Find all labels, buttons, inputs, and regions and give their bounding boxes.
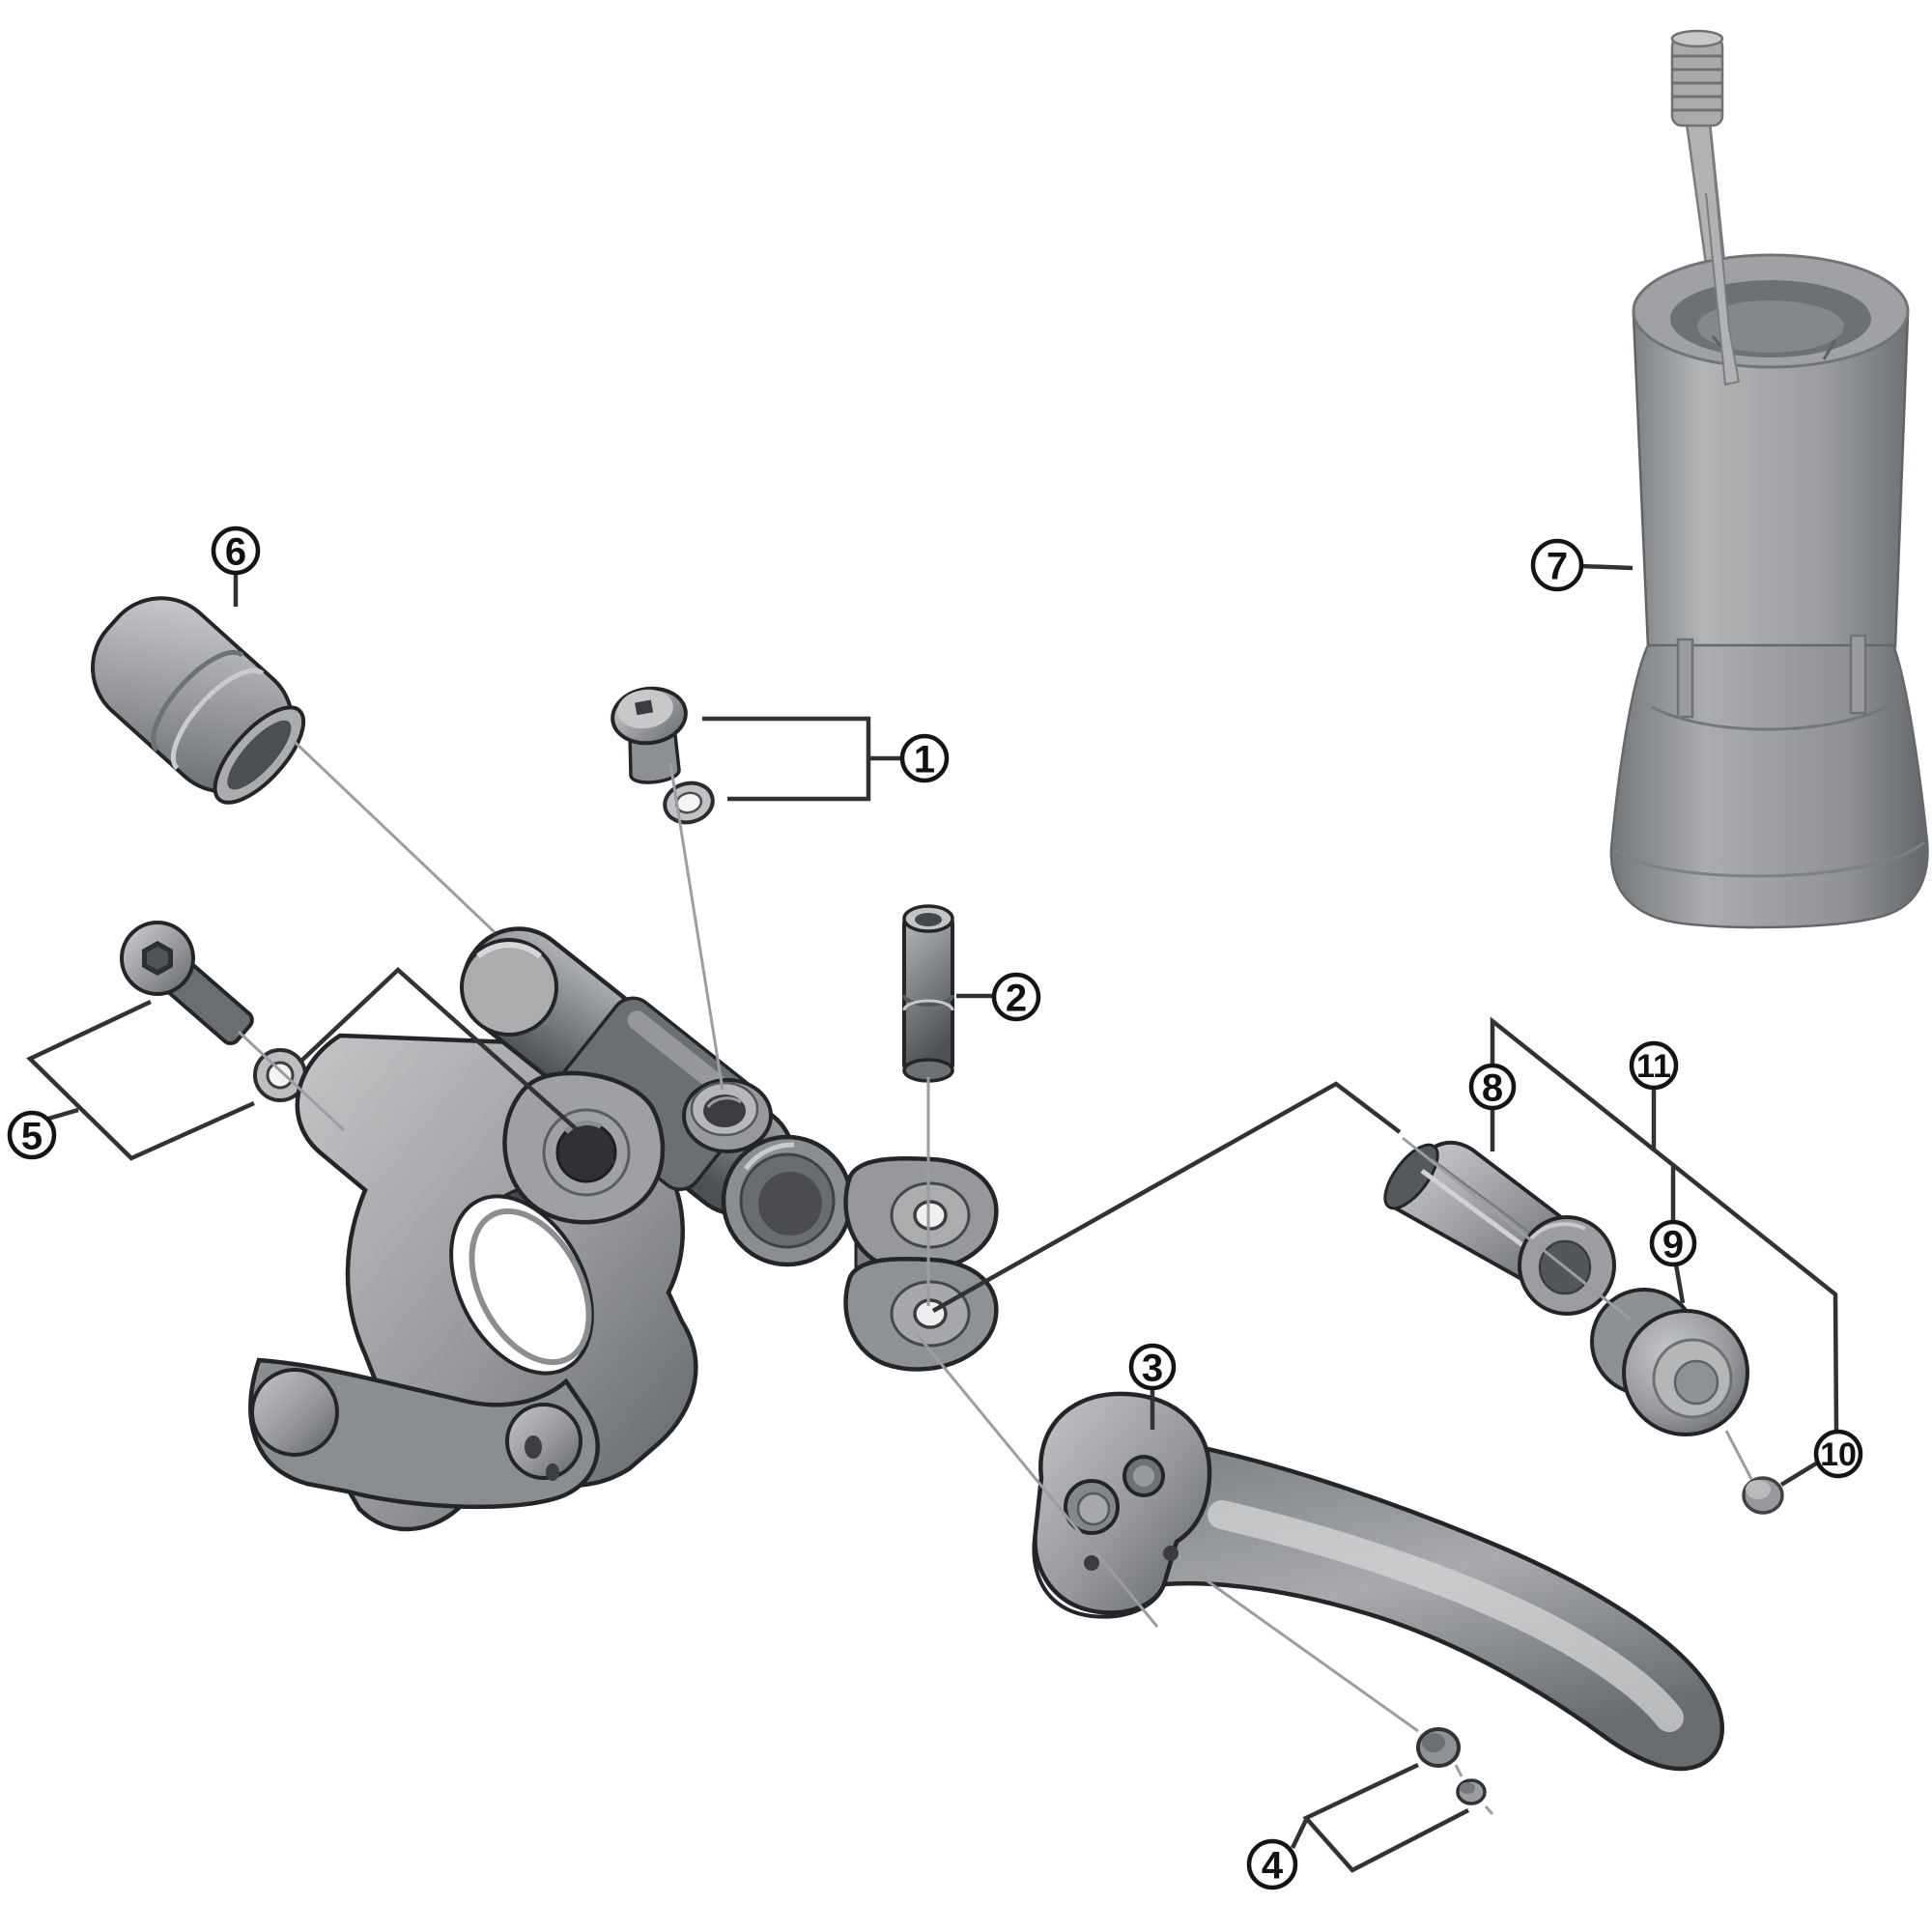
callout-number: 4: [1262, 1844, 1284, 1887]
callout-1: 1: [899, 733, 950, 783]
callout-number: 10: [1820, 1436, 1857, 1473]
group-11-bracket: [1490, 1016, 1839, 1433]
clamp-bolt-washer-icon: [253, 1048, 307, 1102]
callout-circle: [1530, 538, 1584, 592]
stroke-adjust-nut-icon: [1416, 1727, 1461, 1768]
callout-2: 2: [991, 972, 1041, 1022]
callout-circle: [1246, 1838, 1298, 1890]
pivot-pin-icon: [902, 904, 954, 1083]
callout-number: 11: [1636, 1048, 1671, 1085]
callout-6: 6: [211, 526, 261, 576]
clamp-bolt-icon: [120, 921, 254, 1046]
callout-4-connector: [1290, 1819, 1309, 1849]
funnel-plunger-threads: [1670, 29, 1724, 128]
callout-5-bracket: [26, 999, 255, 1161]
callout-10: 10: [1813, 1429, 1863, 1479]
rubber-boot-icon: [91, 596, 306, 805]
callout-3: 3: [1128, 1343, 1177, 1391]
callout-9: 9: [1649, 1219, 1697, 1267]
callout-4: 4: [1246, 1838, 1298, 1890]
callout-7-connector: [1580, 563, 1634, 571]
clamp-bolt-leader: [298, 966, 616, 1165]
brake-lever-blade-icon: [1032, 1391, 1724, 1772]
group-11-leader: [931, 1081, 1402, 1313]
callout-number: 3: [1142, 1347, 1163, 1389]
callout-number: 8: [1482, 1066, 1503, 1109]
callout-4-bracket: [1302, 1762, 1470, 1873]
callout-circle: [1813, 1429, 1863, 1479]
callout-number: 9: [1662, 1223, 1684, 1265]
callout-number: 1: [914, 738, 935, 781]
bleed-screw-icon: [611, 686, 688, 784]
pushrod-axis-line: [914, 1332, 1159, 1628]
axis-lines: [237, 740, 1753, 1815]
callout-number: 6: [225, 530, 246, 573]
boot-axis-line: [293, 740, 497, 934]
knob-cap-axis-line: [1724, 1430, 1753, 1480]
leader-lines: [26, 563, 1839, 1873]
bleed-screw-washer-icon: [663, 781, 715, 825]
bushing-axis-line: [1402, 1136, 1632, 1321]
stroke-adjust-cap-icon: [1456, 1778, 1487, 1805]
clamp-bolt-axis-line: [237, 1030, 346, 1132]
callout-circle: [1629, 1040, 1679, 1091]
callout-circle: [991, 972, 1041, 1022]
callout-1-bracket: [702, 716, 871, 802]
callout-number: 5: [21, 1115, 43, 1157]
callout-circle: [1649, 1219, 1697, 1267]
callout-circle: [7, 1110, 57, 1160]
callout-circle: [1128, 1343, 1177, 1391]
callout-11: 11: [1629, 1040, 1679, 1091]
end-cap-icon: [1742, 1476, 1784, 1515]
bleed-funnel-icon: [1609, 29, 1929, 929]
callout-circle: [211, 526, 261, 576]
callout-7: 7: [1530, 538, 1584, 592]
callout-circle: [1468, 1063, 1517, 1111]
bleed-screw-axis-line: [668, 762, 724, 1091]
callout-5-connector: [47, 1107, 79, 1122]
callout-number: 2: [1006, 977, 1027, 1019]
callouts-layer: 1 2 3 4 5 6 7 8 9 10 11: [7, 526, 1863, 1890]
callout-10-connector: [1779, 1462, 1818, 1487]
callout-9-stubs: [1670, 1165, 1686, 1304]
callout-circle: [899, 733, 950, 783]
callout-5: 5: [7, 1110, 57, 1160]
callout-number: 7: [1547, 545, 1568, 587]
nut-cap-axis-line: [1176, 1557, 1494, 1815]
master-cylinder-body: [248, 926, 999, 1532]
slotted-bushing-icon: [1383, 1140, 1616, 1316]
callout-8: 8: [1468, 1063, 1517, 1111]
adjuster-knob-icon: [1590, 1288, 1749, 1436]
